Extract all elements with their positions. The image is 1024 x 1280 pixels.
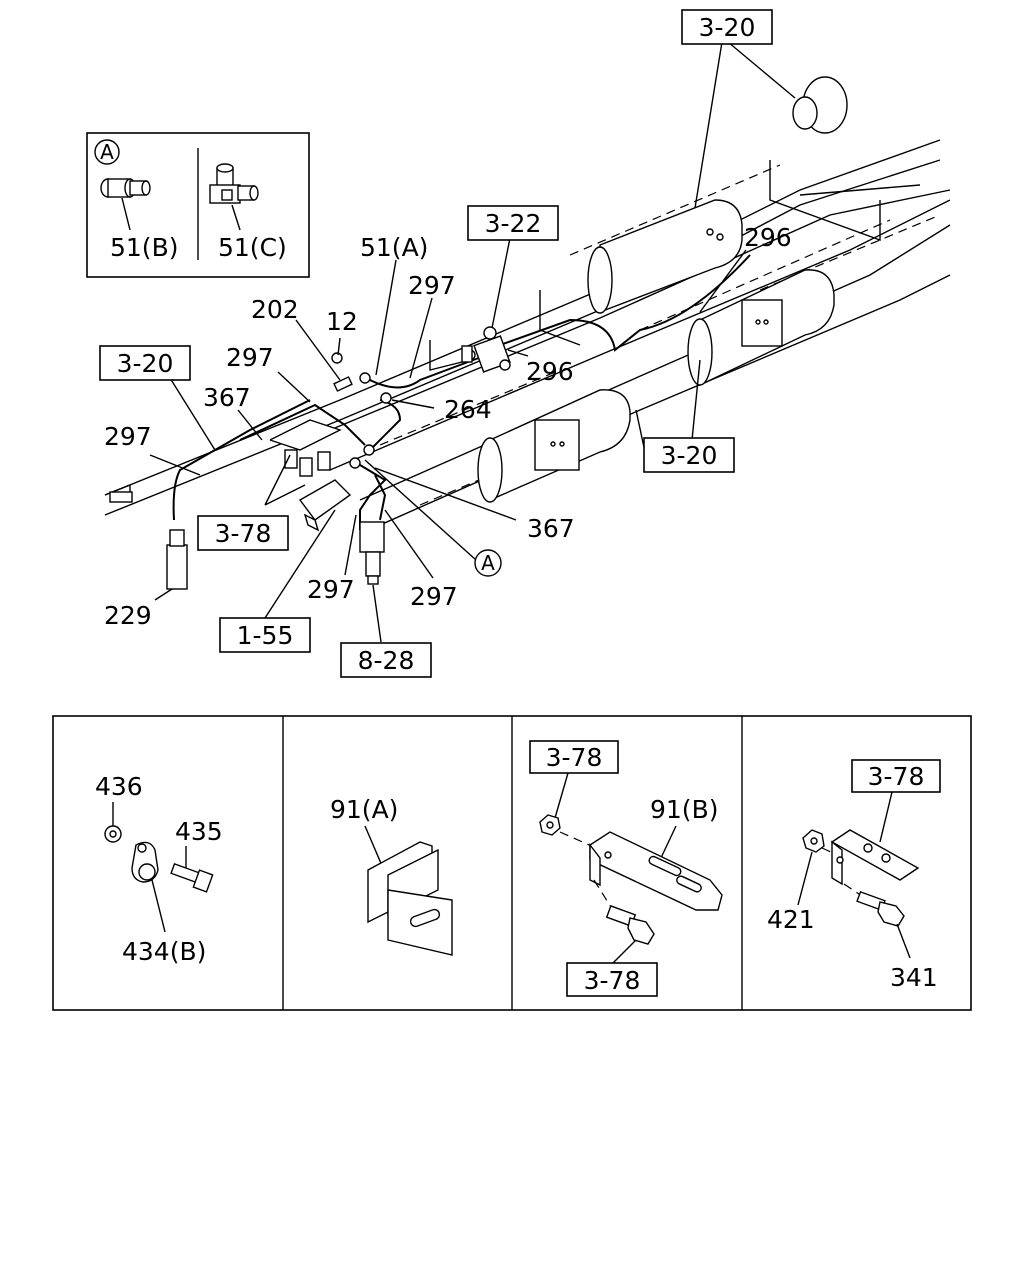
bracket-3-78-icon xyxy=(830,829,920,886)
air-tank-upper xyxy=(587,199,743,314)
ref-3-20-left: 3-20 xyxy=(117,349,174,378)
part-8-28-sensor xyxy=(359,521,385,585)
ref-3-78-panel3-top: 3-78 xyxy=(546,743,603,772)
label-421: 421 xyxy=(767,905,815,934)
label-12: 12 xyxy=(326,307,358,336)
label-435: 435 xyxy=(175,817,223,846)
label-297-b: 297 xyxy=(226,343,274,372)
ref-1-55: 1-55 xyxy=(237,621,294,650)
air-tank-lower xyxy=(477,389,631,503)
label-434b: 434(B) xyxy=(122,937,206,966)
label-229: 229 xyxy=(104,601,152,630)
part-229-fitting xyxy=(166,529,188,590)
fitting-51b-icon xyxy=(100,178,151,198)
label-51a: 51(A) xyxy=(360,233,428,262)
air-tank-right xyxy=(687,269,835,387)
bracket-91b-icon xyxy=(589,831,723,911)
main-labels: 3-20 3-22 3-20 3-20 3-78 1-55 8-28 51(A)… xyxy=(99,9,792,678)
label-341: 341 xyxy=(890,963,938,992)
bolt-3-78-icon xyxy=(605,905,655,945)
label-264: 264 xyxy=(444,395,492,424)
ref-3-78-panel3-bottom: 3-78 xyxy=(584,966,641,995)
label-91a: 91(A) xyxy=(330,795,398,824)
label-91b: 91(B) xyxy=(650,795,718,824)
fitting-51c-icon xyxy=(209,163,259,204)
label-297-e: 297 xyxy=(410,582,458,611)
ref-3-22: 3-22 xyxy=(485,209,542,238)
inset-circle-a: A xyxy=(100,140,114,164)
circle-a-marker: A xyxy=(481,551,495,575)
valve-assembly xyxy=(461,326,511,373)
nut-3-78-icon xyxy=(539,814,561,836)
panel-1: 436 435 434(B) xyxy=(95,772,223,966)
ref-8-28: 8-28 xyxy=(358,646,415,675)
panel-2: 91(A) xyxy=(330,795,453,956)
clip-434b-icon xyxy=(131,841,159,883)
panel-4: 3-78 421 341 xyxy=(767,759,941,992)
label-51b: 51(B) xyxy=(110,233,178,262)
label-297-a: 297 xyxy=(408,271,456,300)
label-296-lower: 296 xyxy=(526,357,574,386)
label-296-upper: 296 xyxy=(744,223,792,252)
ref-3-20-top: 3-20 xyxy=(699,13,756,42)
ref-3-78-main: 3-78 xyxy=(215,519,272,548)
ref-3-78-panel4: 3-78 xyxy=(868,762,925,791)
air-pipes xyxy=(172,254,751,530)
label-297-c: 297 xyxy=(104,422,152,451)
panel-3: 3-78 91(B) 3-78 xyxy=(529,740,723,997)
label-51c: 51(C) xyxy=(218,233,287,262)
label-367-a: 367 xyxy=(203,383,251,412)
label-202: 202 xyxy=(251,295,299,324)
label-367-b: 367 xyxy=(527,514,575,543)
label-297-d: 297 xyxy=(307,575,355,604)
ref-3-20-right: 3-20 xyxy=(661,441,718,470)
fittings xyxy=(331,352,392,469)
detail-panels xyxy=(52,715,972,1011)
label-436: 436 xyxy=(95,772,143,801)
bracket-91a-icon xyxy=(367,841,453,956)
bracket-clips xyxy=(269,419,352,532)
leader-lines xyxy=(149,41,796,643)
inset-a: A 51(B) 51(C) xyxy=(86,132,310,278)
nut-421-icon xyxy=(802,829,825,853)
bolt-435-icon xyxy=(170,862,214,893)
